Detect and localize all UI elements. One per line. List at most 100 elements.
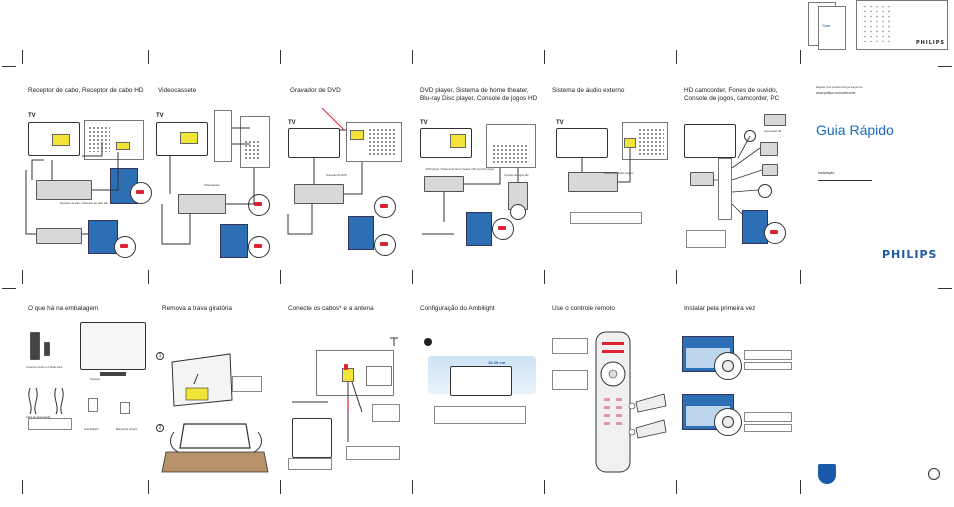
panel-dvd-recorder: Gravador de DVD TV Gravador de DVD	[282, 84, 410, 264]
dvd-recorder-device	[294, 184, 344, 204]
camcorder-note	[686, 230, 726, 248]
tv-ports	[244, 140, 260, 160]
url: www.philips.com/welcome	[816, 91, 856, 95]
panel-camcorder: HD camcorder, Fones de ouvido, Console d…	[678, 84, 802, 264]
section-title-dvd-player-2: Blu-ray Disc player, Console de jogos HD	[420, 95, 538, 102]
cable-note-3	[288, 458, 332, 470]
step-2-badge: 2	[156, 424, 164, 432]
recycle-icon	[928, 468, 940, 480]
tv-illustration	[450, 366, 512, 396]
crop-mark	[676, 50, 677, 64]
panel-remote: Use o controle remoto	[546, 302, 674, 478]
remote-note-2	[552, 370, 588, 390]
section-title-cable: Receptor de cabo, Receptor de cabo HD	[28, 87, 144, 94]
crop-mark	[938, 288, 952, 289]
tv-side-box	[718, 158, 732, 220]
crop-mark	[412, 270, 413, 284]
tv-illustration	[684, 124, 736, 158]
port-highlight	[350, 130, 364, 140]
crop-mark	[2, 288, 16, 289]
audio-note	[570, 212, 642, 224]
section-title-camcorder-1: HD camcorder, Fones de ouvido,	[684, 87, 778, 94]
laptop-device	[690, 172, 714, 186]
camcorder-lines	[714, 135, 763, 215]
camcorder-label: Camcorder HD	[764, 130, 782, 133]
crop-mark	[280, 270, 281, 284]
tv-illustration	[28, 122, 80, 156]
section-title-dvd-recorder: Gravador de DVD	[290, 87, 341, 94]
crop-mark	[2, 66, 16, 67]
tv-label: TV	[28, 113, 36, 119]
spec-table-rows	[862, 4, 892, 42]
lock-note	[232, 376, 262, 392]
quick-guide-caption: Guia Rápido	[84, 428, 99, 431]
camcorder-device	[764, 114, 786, 126]
tv-label: TV	[556, 120, 564, 126]
tv-ports-box	[214, 110, 232, 162]
booklet-thumbnail	[818, 6, 846, 50]
panel-audio: Sistema de áudio externo TV Sistema de á…	[546, 84, 674, 264]
tv-illustration	[288, 128, 340, 158]
dvd-recorder-label: Gravador de DVD	[326, 174, 347, 177]
panel-dvd-player: DVD player, Sistema de home theater, Blu…	[414, 84, 542, 264]
tv-ports	[368, 128, 396, 156]
dvd-player-lines	[422, 168, 519, 235]
port-highlight	[624, 138, 636, 148]
brand-logo: PHILIPS	[882, 248, 938, 261]
section-title-audio: Sistema de áudio externo	[552, 87, 625, 94]
tv-ports	[638, 128, 664, 156]
vcr-device	[178, 194, 226, 214]
connector-panel	[180, 132, 198, 144]
panel-box-contents: O que há na embalagem Controle remoto e …	[22, 302, 148, 478]
install-note-2	[744, 362, 792, 370]
crop-mark	[148, 480, 149, 494]
tv-label: TV	[156, 113, 164, 119]
manual-illustration	[120, 402, 130, 414]
tv-illustration	[556, 128, 608, 158]
red-button	[380, 204, 388, 208]
red-button	[770, 230, 778, 234]
section-title-remote: Use o controle remoto	[552, 305, 615, 312]
power-caption: Cabo de alimentação	[26, 416, 51, 419]
crop-mark	[938, 66, 952, 67]
tv-ports	[88, 126, 110, 152]
red-button	[254, 202, 262, 206]
crop-mark	[544, 50, 545, 64]
install-note-3	[744, 412, 792, 422]
subtitle-rule	[818, 180, 872, 181]
url-caption: Register your product and get support at	[816, 86, 863, 89]
cable-box-label: Receptor de cabo / Receptor de cabo HD	[60, 202, 108, 205]
tv-side-illustration	[292, 418, 332, 458]
quick-guide-illustration	[88, 398, 98, 412]
power-cable-illustration	[28, 387, 64, 415]
red-button	[120, 244, 128, 248]
red-button	[254, 244, 262, 248]
menu-screen	[742, 210, 768, 244]
ambilight-note	[434, 406, 526, 424]
section-title-ambilight: Configuração do Ambilight	[420, 305, 495, 312]
panel-remove-lock: Remova a trava giratória 1 2	[150, 302, 278, 478]
crop-mark	[800, 480, 801, 494]
cover-panel: Start PHILIPS Register your product and …	[804, 0, 954, 507]
section-title-remove-lock: Remova a trava giratória	[162, 305, 232, 312]
section-title-box-contents: O que há na embalagem	[28, 305, 99, 312]
crop-mark	[148, 50, 149, 64]
section-title-dvd-player-1: DVD player, Sistema de home theater,	[420, 87, 529, 94]
connector-panel	[450, 134, 466, 148]
section-title-connect: Conecte os cabos* e a antena	[288, 305, 374, 312]
crop-mark	[148, 270, 149, 284]
install-note-1	[744, 350, 792, 360]
tv-label: TV	[420, 120, 428, 126]
cable-note-2	[346, 446, 400, 460]
audio-device	[568, 172, 618, 192]
remote-ok-button-2	[722, 416, 734, 428]
tv-illustration	[80, 322, 146, 370]
panel-cable-receiver: Receptor de cabo, Receptor de cabo HD TV…	[22, 84, 152, 264]
manual-caption: Manual do usuário	[116, 428, 138, 431]
step-1-number: 1	[158, 353, 162, 359]
controller-circle	[510, 204, 526, 220]
crop-mark	[280, 50, 281, 64]
tv-back-illustration	[171, 353, 233, 407]
crop-mark	[22, 480, 23, 494]
remote-note-1	[552, 338, 588, 354]
